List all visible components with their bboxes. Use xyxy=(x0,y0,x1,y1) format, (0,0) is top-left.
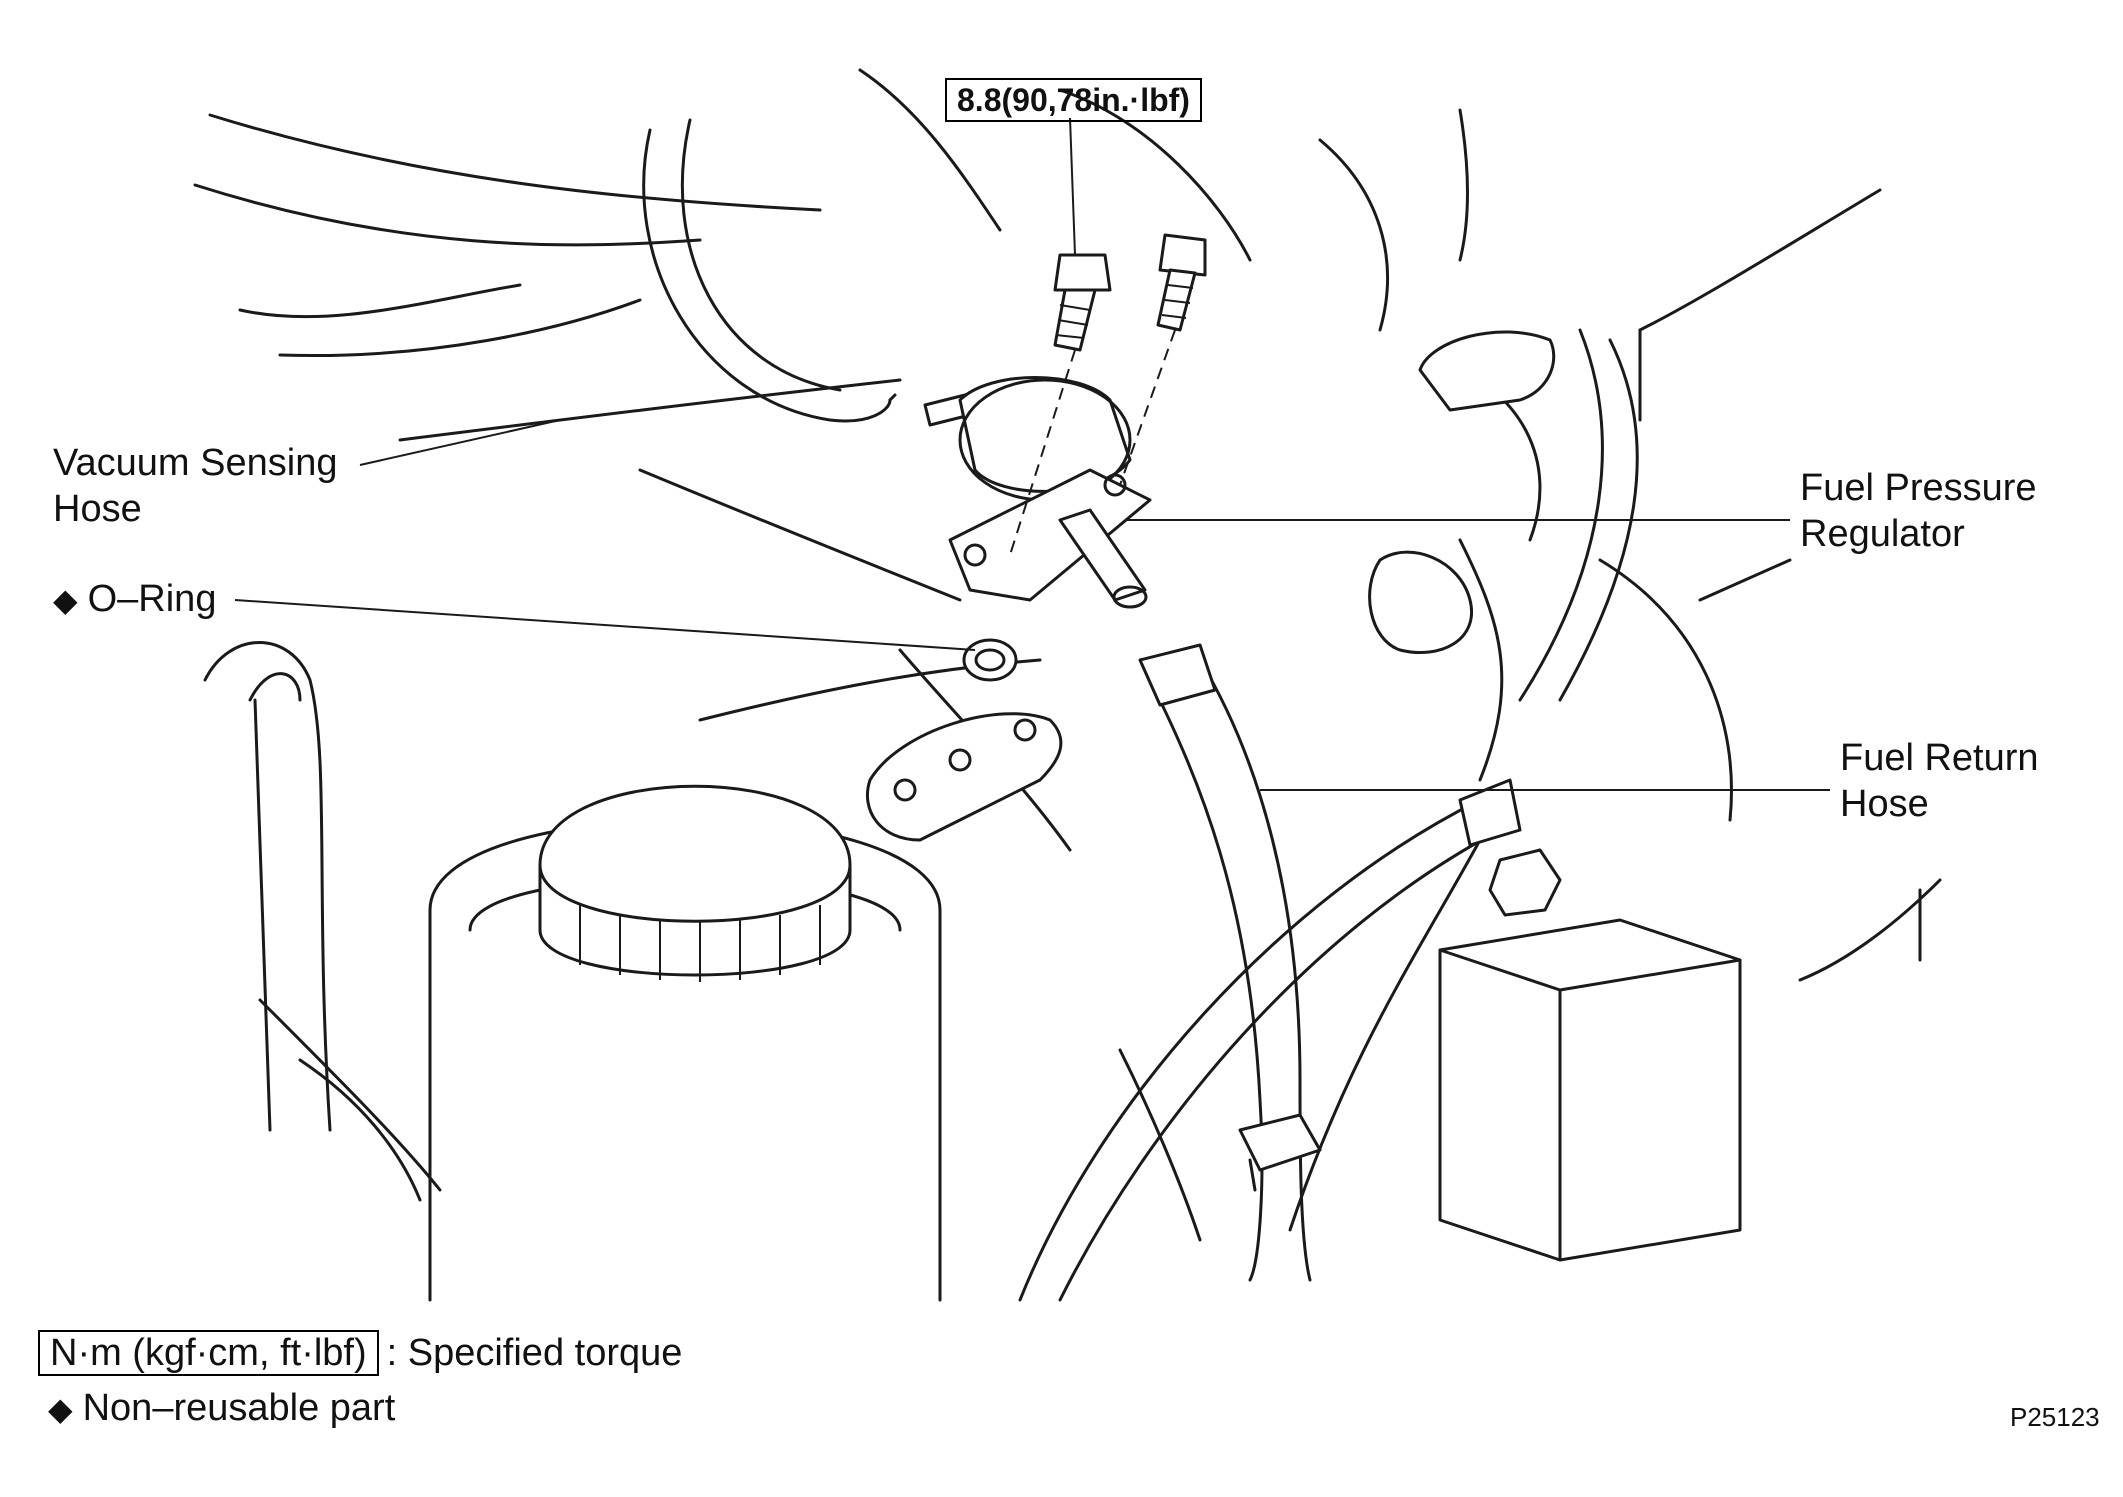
vacuum-sensing-hose-label: Vacuum Sensing Hose xyxy=(53,440,337,532)
legend-non-reusable-desc: Non–reusable part xyxy=(82,1387,396,1429)
legend-diamond-icon: ◆ xyxy=(48,1391,73,1427)
fuel-pressure-regulator-label-line2: Regulator xyxy=(1800,513,1965,555)
fuel-return-hose-label: Fuel Return Hose xyxy=(1840,735,2039,827)
legend-torque-desc: : Specified torque xyxy=(386,1332,683,1374)
fuel-pressure-regulator-label-line1: Fuel Pressure xyxy=(1800,467,2037,509)
vacuum-sensing-hose-label-line2: Hose xyxy=(53,488,142,530)
engine-outline xyxy=(193,68,1942,1302)
o-ring-label: ◆O–Ring xyxy=(53,576,216,623)
legend-torque-unit-box: N·m (kgf·cm, ft·lbf) xyxy=(38,1330,379,1376)
vacuum-sensing-hose-label-line1: Vacuum Sensing xyxy=(53,442,338,484)
legend-torque: N·m (kgf·cm, ft·lbf): Specified torque xyxy=(38,1330,682,1376)
o-ring-label-text: O–Ring xyxy=(87,578,217,620)
figure-id: P25123 xyxy=(2010,1402,2100,1432)
leader-vacuum-hose xyxy=(359,419,561,466)
fuel-return-hose-label-line1: Fuel Return xyxy=(1840,737,2039,779)
fuel-pressure-regulator-label: Fuel Pressure Regulator xyxy=(1800,465,2037,557)
fuel-return-hose-label-line2: Hose xyxy=(1840,783,1929,825)
leader-torque-bolt xyxy=(1069,117,1076,256)
leader-o-ring xyxy=(234,599,976,651)
non-reusable-diamond-icon: ◆ xyxy=(53,582,78,618)
torque-spec-label: 8.8(90,78in.·lbf) xyxy=(945,78,1202,122)
legend-non-reusable: ◆Non–reusable part xyxy=(48,1385,395,1432)
leader-lines xyxy=(234,117,1830,791)
